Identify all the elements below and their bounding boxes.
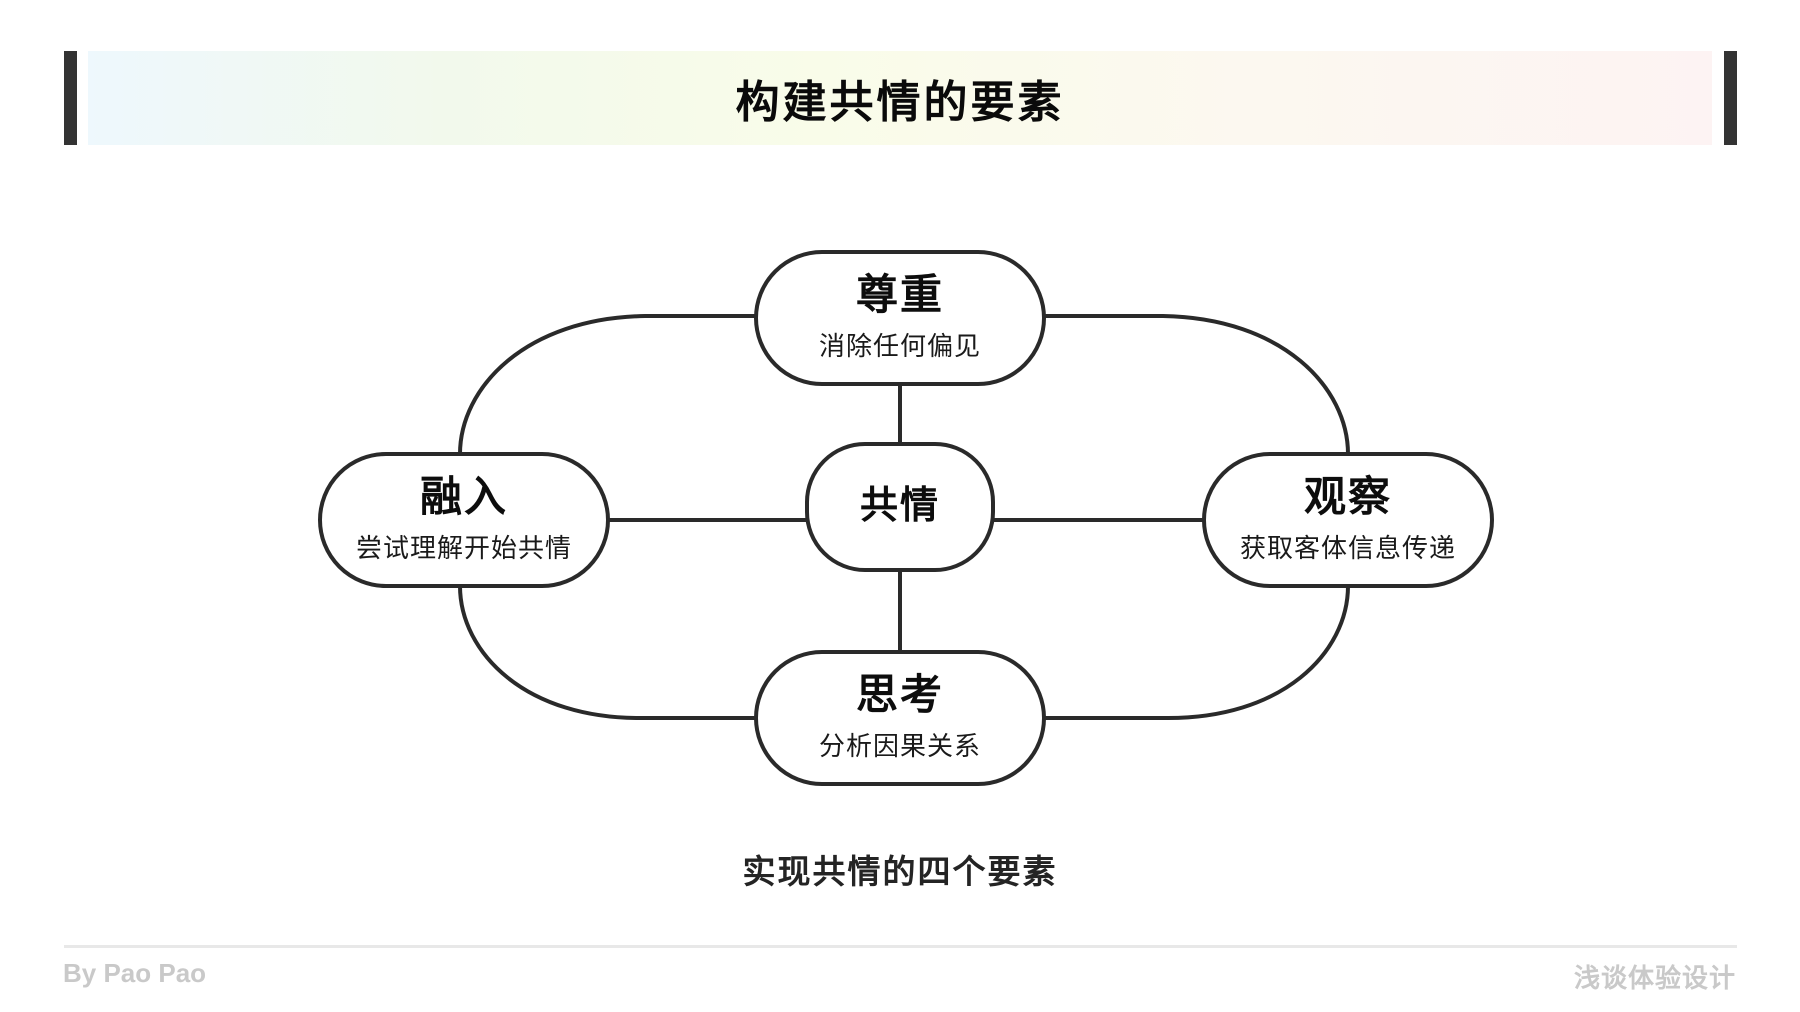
connector-bottom-right-curve (1044, 585, 1350, 721)
footer-brand: 浅谈体验设计 (1573, 963, 1736, 993)
node-think: 思考 分析因果关系 (754, 650, 1046, 786)
node-merge-title: 融入 (419, 472, 508, 520)
connector-top-right-curve (1044, 314, 1350, 455)
footer-divider (64, 945, 1737, 948)
node-merge: 融入 尝试理解开始共情 (318, 452, 610, 588)
node-respect-title: 尊重 (855, 270, 944, 318)
node-empathy-center: 共情 (805, 442, 995, 572)
diagram-caption: 实现共情的四个要素 (742, 853, 1058, 890)
header-right-accent-bar (1724, 51, 1737, 145)
node-think-title: 思考 (855, 670, 944, 718)
footer-author: By Pao Pao (63, 958, 207, 988)
header-title-banner: 构建共情的要素 (88, 51, 1712, 145)
node-respect-subtitle: 消除任何偏见 (818, 331, 981, 362)
node-think-subtitle: 分析因果关系 (818, 731, 981, 762)
node-merge-subtitle: 尝试理解开始共情 (355, 533, 572, 564)
node-observe-subtitle: 获取客体信息传递 (1239, 533, 1456, 564)
node-observe-title: 观察 (1303, 472, 1392, 520)
header-left-accent-bar (64, 51, 77, 145)
page-title: 构建共情的要素 (735, 78, 1065, 127)
connector-top-left-curve (458, 314, 756, 455)
node-empathy-title: 共情 (859, 485, 940, 528)
node-observe: 观察 获取客体信息传递 (1202, 452, 1494, 588)
connector-bottom-left-curve (458, 585, 756, 721)
node-respect: 尊重 消除任何偏见 (754, 250, 1046, 386)
